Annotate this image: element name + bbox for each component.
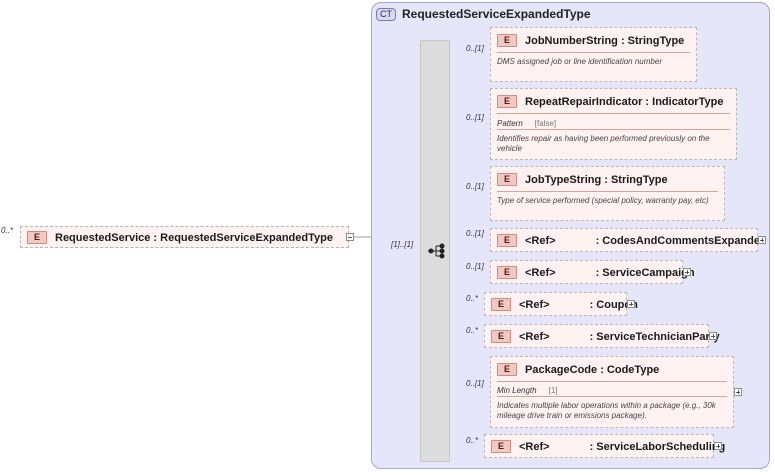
child-facet-row: Pattern [false] [497, 119, 556, 128]
child-cardinality: 0..[1] [466, 379, 484, 388]
element-icon: E [27, 231, 47, 244]
child-element-label: JobTypeString : StringType [525, 173, 668, 186]
child-element-servicetechnicianparty[interactable]: E <Ref> : ServiceTechnicianParty [484, 324, 720, 348]
child-element-jobtypestring[interactable]: E JobTypeString : StringType Type of ser… [490, 166, 725, 221]
child-cardinality: 0..* [466, 436, 479, 445]
child-title-row: E <Ref> : Coupon [491, 298, 638, 311]
child-cardinality: 0..[1] [466, 182, 484, 191]
element-icon: E [497, 363, 517, 376]
ref-label: <Ref> [519, 330, 550, 343]
element-icon: E [491, 298, 511, 311]
child-element-coupon[interactable]: E <Ref> : Coupon [484, 292, 638, 316]
child-element-label: : ServiceCampaign [595, 266, 695, 279]
ref-label: <Ref> [519, 298, 550, 311]
child-element-repeatrepairindicator[interactable]: E RepeatRepairIndicator : IndicatorType … [490, 88, 737, 160]
expand-icon[interactable] [734, 388, 742, 396]
complex-type-header: CT RequestedServiceExpandedType [376, 7, 591, 21]
child-element-servicelaborscheduling[interactable]: E <Ref> : ServiceLaborScheduling [484, 434, 725, 458]
child-element-label: : ServiceTechnicianParty [589, 330, 720, 343]
collapse-icon[interactable] [346, 233, 354, 241]
element-icon: E [497, 34, 517, 47]
sequence-compositor[interactable] [420, 40, 450, 462]
child-cardinality: 0..[1] [466, 113, 484, 122]
child-element-label: : Coupon [589, 298, 638, 311]
child-element-packagecode[interactable]: E PackageCode : CodeType Min Length [1] … [490, 356, 734, 428]
child-title-row: E <Ref> : CodesAndCommentsExpanded [497, 234, 767, 247]
expand-icon[interactable] [627, 300, 635, 308]
expand-icon[interactable] [758, 236, 766, 244]
child-facet-row: Min Length [1] [497, 386, 558, 395]
child-description: Indicates multiple labor operations with… [497, 401, 716, 420]
child-title-row: E JobTypeString : StringType [497, 173, 668, 186]
ref-label: <Ref> [525, 266, 556, 279]
child-title-row: E <Ref> : ServiceCampaign [497, 266, 695, 279]
child-element-codesandcommentsexpanded[interactable]: E <Ref> : CodesAndCommentsExpanded [490, 228, 767, 252]
root-cardinality: 0..* [1, 226, 14, 235]
child-element-label: RepeatRepairIndicator : IndicatorType [525, 95, 724, 108]
child-element-label: JobNumberString : StringType [525, 34, 685, 47]
root-element-label: RequestedService : RequestedServiceExpan… [55, 231, 333, 244]
complex-type-badge: CT [376, 7, 396, 21]
element-icon: E [491, 330, 511, 343]
child-cardinality: 0..* [466, 326, 479, 335]
child-element-jobnumberstring[interactable]: E JobNumberString : StringType DMS assig… [490, 27, 697, 82]
facet-value: [false] [534, 119, 557, 128]
facet-value: [1] [548, 386, 558, 395]
child-description: Type of service performed (special polic… [497, 196, 709, 205]
sequence-icon [428, 243, 445, 259]
child-element-label: : ServiceLaborScheduling [589, 440, 726, 453]
expand-icon[interactable] [709, 332, 717, 340]
child-description: DMS assigned job or line identification … [497, 57, 662, 66]
facet-name: Min Length [497, 386, 537, 395]
expand-icon[interactable] [714, 442, 722, 450]
child-title-row: E PackageCode : CodeType [497, 363, 659, 376]
child-divider [497, 381, 727, 382]
root-element-node[interactable]: E RequestedService : RequestedServiceExp… [20, 226, 349, 248]
element-icon: E [491, 440, 511, 453]
expand-icon[interactable] [683, 268, 691, 276]
element-icon: E [497, 95, 517, 108]
child-title-row: E RepeatRepairIndicator : IndicatorType [497, 95, 723, 108]
element-icon: E [497, 173, 517, 186]
child-description: Identifies repair as having been perform… [497, 134, 710, 153]
child-title-row: E <Ref> : ServiceLaborScheduling [491, 440, 725, 453]
child-element-label: PackageCode : CodeType [525, 363, 660, 376]
child-divider [497, 129, 730, 130]
sequence-cardinality: [1]..[1] [391, 240, 414, 249]
child-cardinality: 0..[1] [466, 229, 484, 238]
child-divider [497, 52, 690, 53]
child-divider [497, 191, 718, 192]
ref-label: <Ref> [519, 440, 550, 453]
ref-label: <Ref> [525, 234, 556, 247]
root-element-row: E RequestedService : RequestedServiceExp… [27, 231, 333, 244]
child-element-servicecampaign[interactable]: E <Ref> : ServiceCampaign [490, 260, 695, 284]
complex-type-title: RequestedServiceExpandedType [402, 7, 591, 21]
element-icon: E [497, 266, 517, 279]
child-divider [497, 396, 727, 397]
child-cardinality: 0..* [466, 294, 479, 303]
child-cardinality: 0..[1] [466, 262, 484, 271]
child-element-label: : CodesAndCommentsExpanded [595, 234, 767, 247]
child-title-row: E JobNumberString : StringType [497, 34, 684, 47]
child-divider [497, 113, 730, 114]
child-title-row: E <Ref> : ServiceTechnicianParty [491, 330, 720, 343]
facet-name: Pattern [497, 119, 523, 128]
child-cardinality: 0..[1] [466, 44, 484, 53]
element-icon: E [497, 234, 517, 247]
